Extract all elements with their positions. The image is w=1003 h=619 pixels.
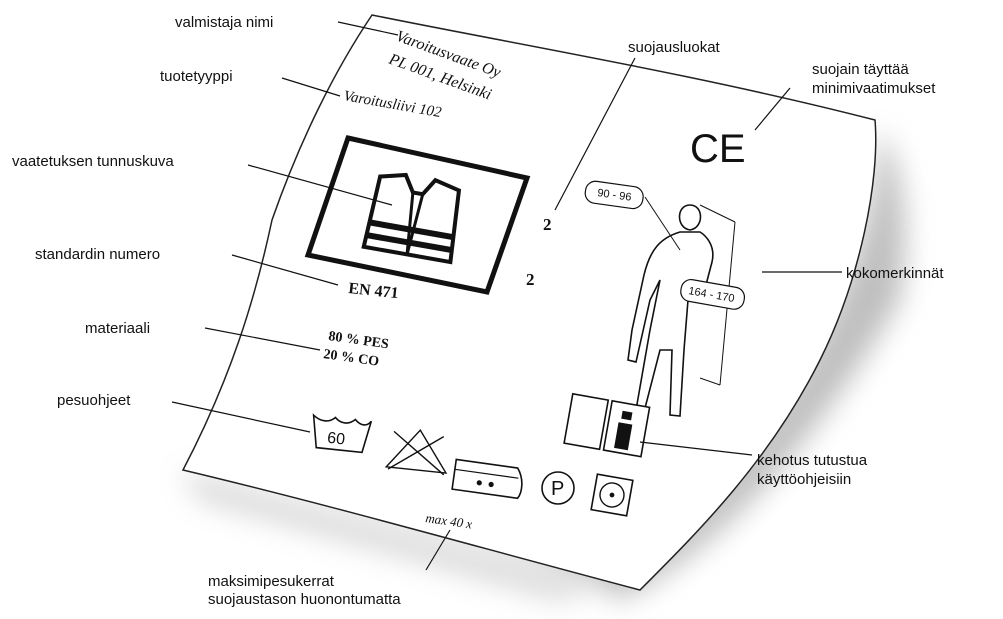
callout-wash-instructions: pesuohjeet	[57, 392, 131, 409]
protection-class-2: 2	[526, 270, 535, 289]
protection-class-1: 2	[543, 215, 552, 234]
callout-material: materiaali	[85, 320, 150, 337]
wash-temp-text: 60	[326, 430, 346, 449]
callout-min-req-1: suojain täyttää	[812, 61, 909, 78]
callout-product-type: tuotetyyppi	[160, 68, 233, 85]
care-p-text: P	[551, 478, 564, 500]
callout-standard-number: standardin numero	[35, 246, 160, 263]
callout-pictogram: vaatetuksen tunnuskuva	[12, 153, 174, 170]
callout-read-instructions-2: käyttöohjeisiin	[757, 471, 851, 488]
ce-mark: CE	[690, 127, 746, 171]
callout-max-washes-2: suojaustason huonontumatta	[208, 591, 401, 608]
callout-max-washes-1: maksimipesukerrat	[208, 573, 335, 590]
callout-protection-classes: suojausluokat	[628, 39, 721, 56]
callout-min-req-2: minimivaatimukset	[812, 80, 936, 97]
callout-manufacturer: valmistaja nimi	[175, 14, 273, 31]
callout-size-markings: kokomerkinnät	[846, 265, 944, 282]
callout-read-instructions-1: kehotus tutustua	[757, 452, 868, 469]
